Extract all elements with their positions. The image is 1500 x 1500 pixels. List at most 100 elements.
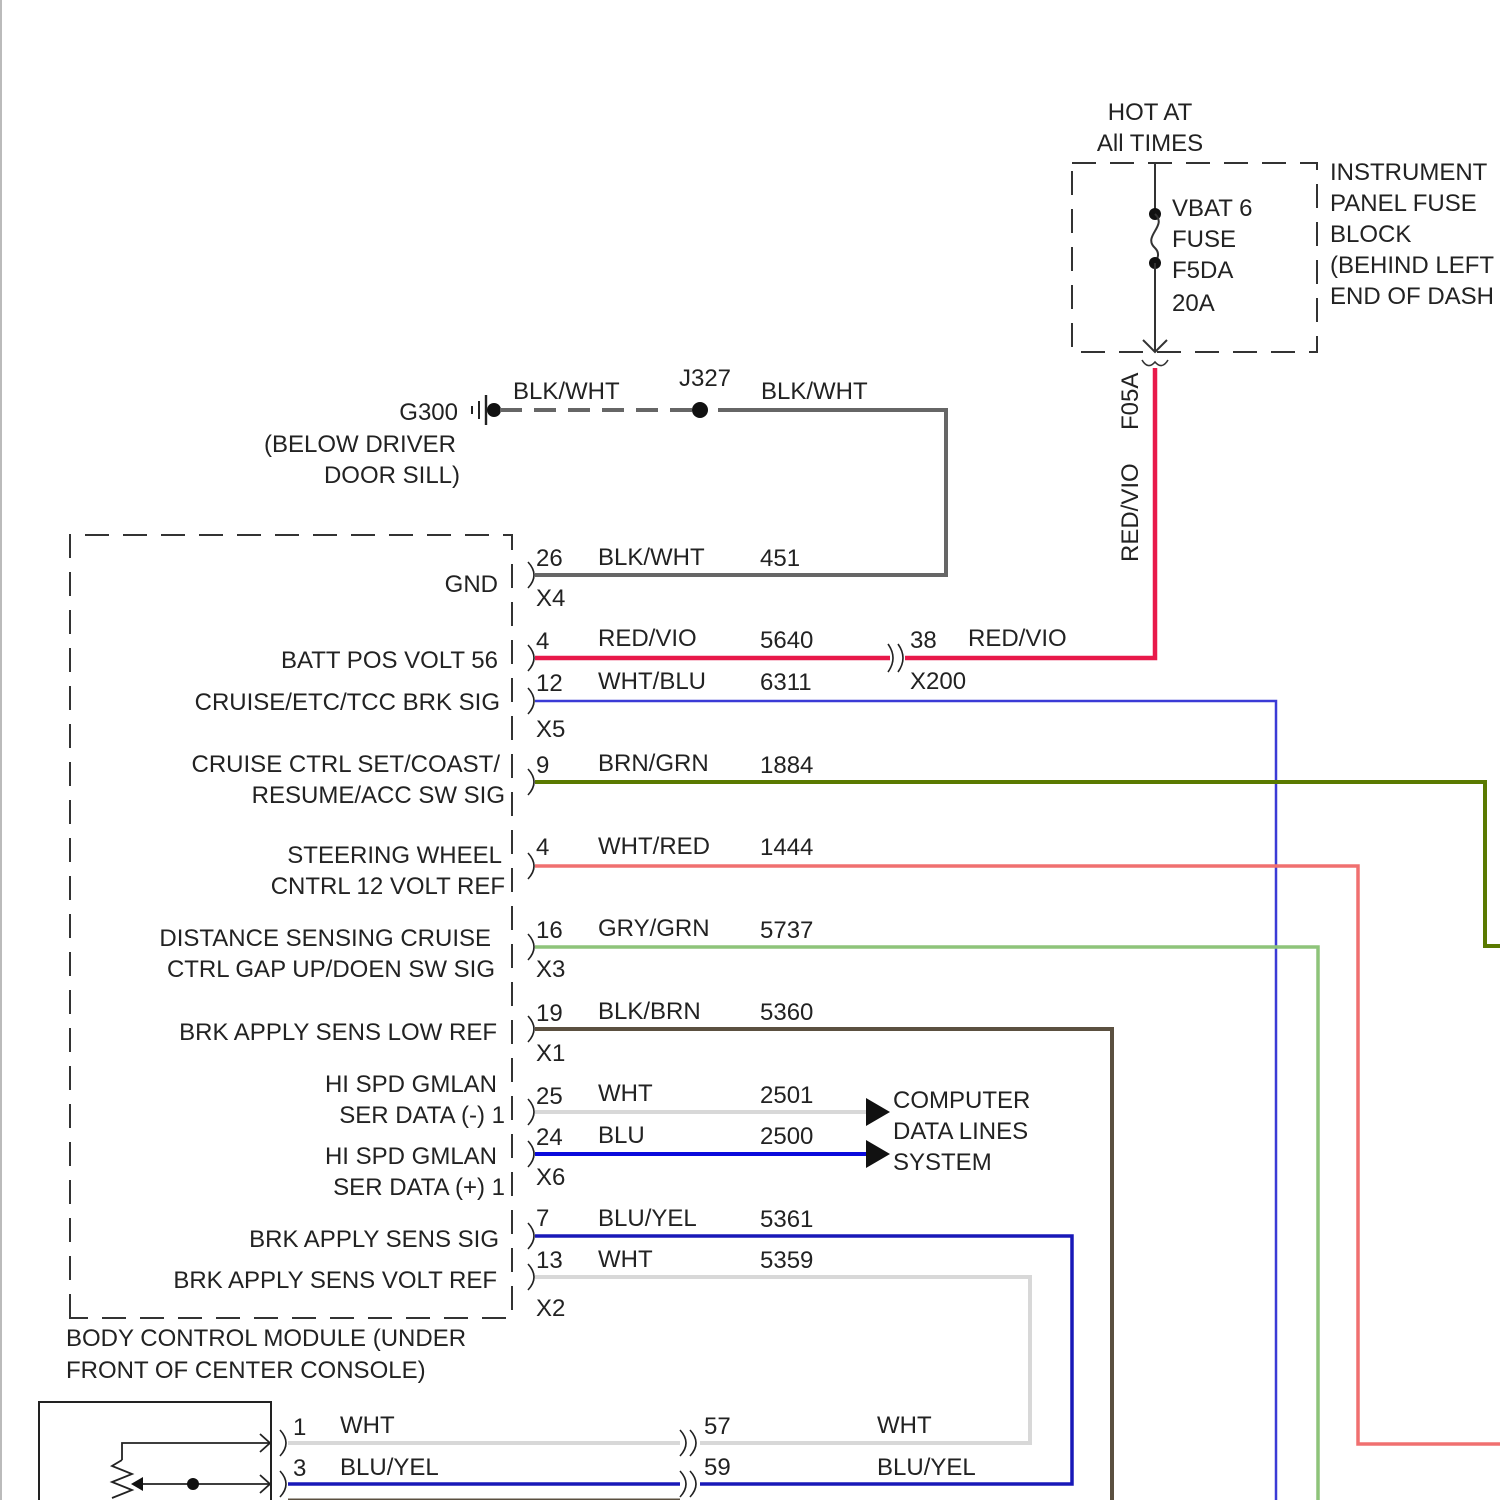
connector-name: X2 — [536, 1295, 565, 1322]
ground-g300: G300 (BELOW DRIVER DOOR SILL) J327 BLK/W… — [264, 365, 868, 489]
fuse-label-line: 20A — [1172, 290, 1215, 317]
connector-pin-icon — [528, 1099, 534, 1125]
circuit-number: 2500 — [760, 1123, 813, 1150]
wire-color-label: BRN/GRN — [598, 750, 709, 777]
wiper-arrow-icon — [131, 1477, 143, 1491]
connector-pin-icon — [680, 1471, 686, 1497]
pin-number: 24 — [536, 1124, 563, 1151]
circuit-number: 5737 — [760, 917, 813, 944]
connector-pin-icon — [280, 1471, 286, 1497]
ground-location-line: (BELOW DRIVER — [264, 431, 456, 458]
inline-pin: 38 — [910, 627, 937, 654]
connector-pin-icon — [528, 562, 534, 588]
wire-color-label: WHT/RED — [598, 833, 710, 860]
circuit-f05a-label: F05A — [1117, 373, 1144, 430]
bcm-name-line: BODY CONTROL MODULE (UNDER — [66, 1325, 466, 1352]
bcm-pin-label: HI SPD GMLAN — [325, 1143, 497, 1170]
all-times-label: All TIMES — [1097, 130, 1203, 157]
sensor-outline — [39, 1402, 271, 1500]
pin-number: 25 — [536, 1083, 563, 1110]
wire-red-vio-label: RED/VIO — [1117, 463, 1144, 562]
wire-color-label: BLU/YEL — [877, 1454, 976, 1481]
fuse-block-name-line: (BEHIND LEFT — [1330, 252, 1494, 279]
arrow-right-icon — [866, 1098, 890, 1126]
bcm-pin-label: STEERING WHEEL — [287, 842, 502, 869]
circuit-number: 451 — [760, 545, 800, 572]
ground-wire-label: BLK/WHT — [513, 378, 620, 405]
wire-color-label: WHT/BLU — [598, 668, 706, 695]
wire-color-label: BLK/WHT — [598, 544, 705, 571]
connector-name: X5 — [536, 716, 565, 743]
bcm-pin-label: BRK APPLY SENS LOW REF — [179, 1019, 497, 1046]
fuse-block-name-line: END OF DASH — [1330, 283, 1494, 310]
wire-color-label: RED/VIO — [598, 625, 697, 652]
pin-number: 16 — [536, 917, 563, 944]
pin-number: 19 — [536, 1000, 563, 1027]
fuse-block-name-line: BLOCK — [1330, 221, 1411, 248]
connector-name: X1 — [536, 1040, 565, 1067]
potentiometer-icon — [112, 1460, 132, 1498]
wire-color-label: WHT — [598, 1080, 653, 1107]
inline-wire: RED/VIO — [968, 625, 1067, 652]
fuse-icon — [1151, 214, 1159, 263]
pin-number: 12 — [536, 670, 563, 697]
ground-name: G300 — [399, 399, 458, 426]
sensor-junction — [187, 1478, 199, 1490]
pin-number: 7 — [536, 1205, 549, 1232]
bcm-pin-label: BATT POS VOLT 56 — [281, 647, 498, 674]
inline-pin: 59 — [704, 1454, 731, 1481]
pin-number: 3 — [293, 1455, 306, 1482]
fuse-label-line: VBAT 6 — [1172, 195, 1252, 222]
connector-pin-icon — [528, 769, 534, 795]
connector-name: X4 — [536, 585, 565, 612]
connector-pin-icon — [690, 1471, 696, 1497]
circuit-number: 5640 — [760, 627, 813, 654]
connector-pin-icon — [528, 688, 534, 714]
connector-pin-icon — [528, 1016, 534, 1042]
bcm-pin-label: RESUME/ACC SW SIG — [252, 782, 505, 809]
arrow-right-icon — [866, 1140, 890, 1168]
data-lines-label: SYSTEM — [893, 1149, 992, 1176]
connector-name: X3 — [536, 956, 565, 983]
splice-name: J327 — [679, 365, 731, 392]
data-lines-label: DATA LINES — [893, 1118, 1028, 1145]
bcm-pin-label: CRUISE CTRL SET/COAST/ — [192, 751, 501, 778]
inline-pin: 57 — [704, 1413, 731, 1440]
connector-pin-icon — [528, 645, 534, 671]
body-control-module: BODY CONTROL MODULE (UNDER FRONT OF CENT… — [66, 535, 813, 1384]
fuse-label-line: FUSE — [1172, 226, 1236, 253]
pin-number: 1 — [293, 1414, 306, 1441]
connector-pin-icon — [280, 1430, 286, 1456]
hot-at-label: HOT AT — [1108, 99, 1193, 126]
wire-color-label: WHT — [598, 1246, 653, 1273]
ground-terminal — [487, 403, 501, 417]
connector-pin-icon — [528, 934, 534, 960]
pin-number: 26 — [536, 545, 563, 572]
connector-pin-icon — [528, 1264, 534, 1290]
bcm-pin-label: HI SPD GMLAN — [325, 1071, 497, 1098]
connector-name: X6 — [536, 1164, 565, 1191]
wire-color-label: BLK/BRN — [598, 998, 701, 1025]
data-lines-label: COMPUTER — [893, 1087, 1030, 1114]
fuse-label-line: F5DA — [1172, 257, 1233, 284]
bcm-name-line: FRONT OF CENTER CONSOLE) — [66, 1357, 426, 1384]
bcm-pin-label: BRK APPLY SENS SIG — [249, 1226, 499, 1253]
wire-color-label: BLU/YEL — [598, 1205, 697, 1232]
fuse-block-name-line: INSTRUMENT — [1330, 159, 1488, 186]
connector-pin-icon — [528, 853, 534, 879]
wire-wht — [535, 1277, 1030, 1443]
wire-blk-wht — [535, 410, 946, 575]
bcm-pin-label: BRK APPLY SENS VOLT REF — [173, 1267, 497, 1294]
circuit-number: 5361 — [760, 1206, 813, 1233]
circuit-number: 5360 — [760, 999, 813, 1026]
bcm-pin-label: CRUISE/ETC/TCC BRK SIG — [195, 689, 500, 716]
wire-color-label: WHT — [340, 1412, 395, 1439]
fuse-connector-icon — [1142, 360, 1168, 366]
circuit-number: 6311 — [760, 669, 812, 696]
connector-pin-icon — [528, 1141, 534, 1167]
connector-pin-icon — [680, 1430, 686, 1456]
connector-pin-icon — [690, 1430, 696, 1456]
pin-number: 13 — [536, 1247, 563, 1274]
wire-color-label: GRY/GRN — [598, 915, 710, 942]
